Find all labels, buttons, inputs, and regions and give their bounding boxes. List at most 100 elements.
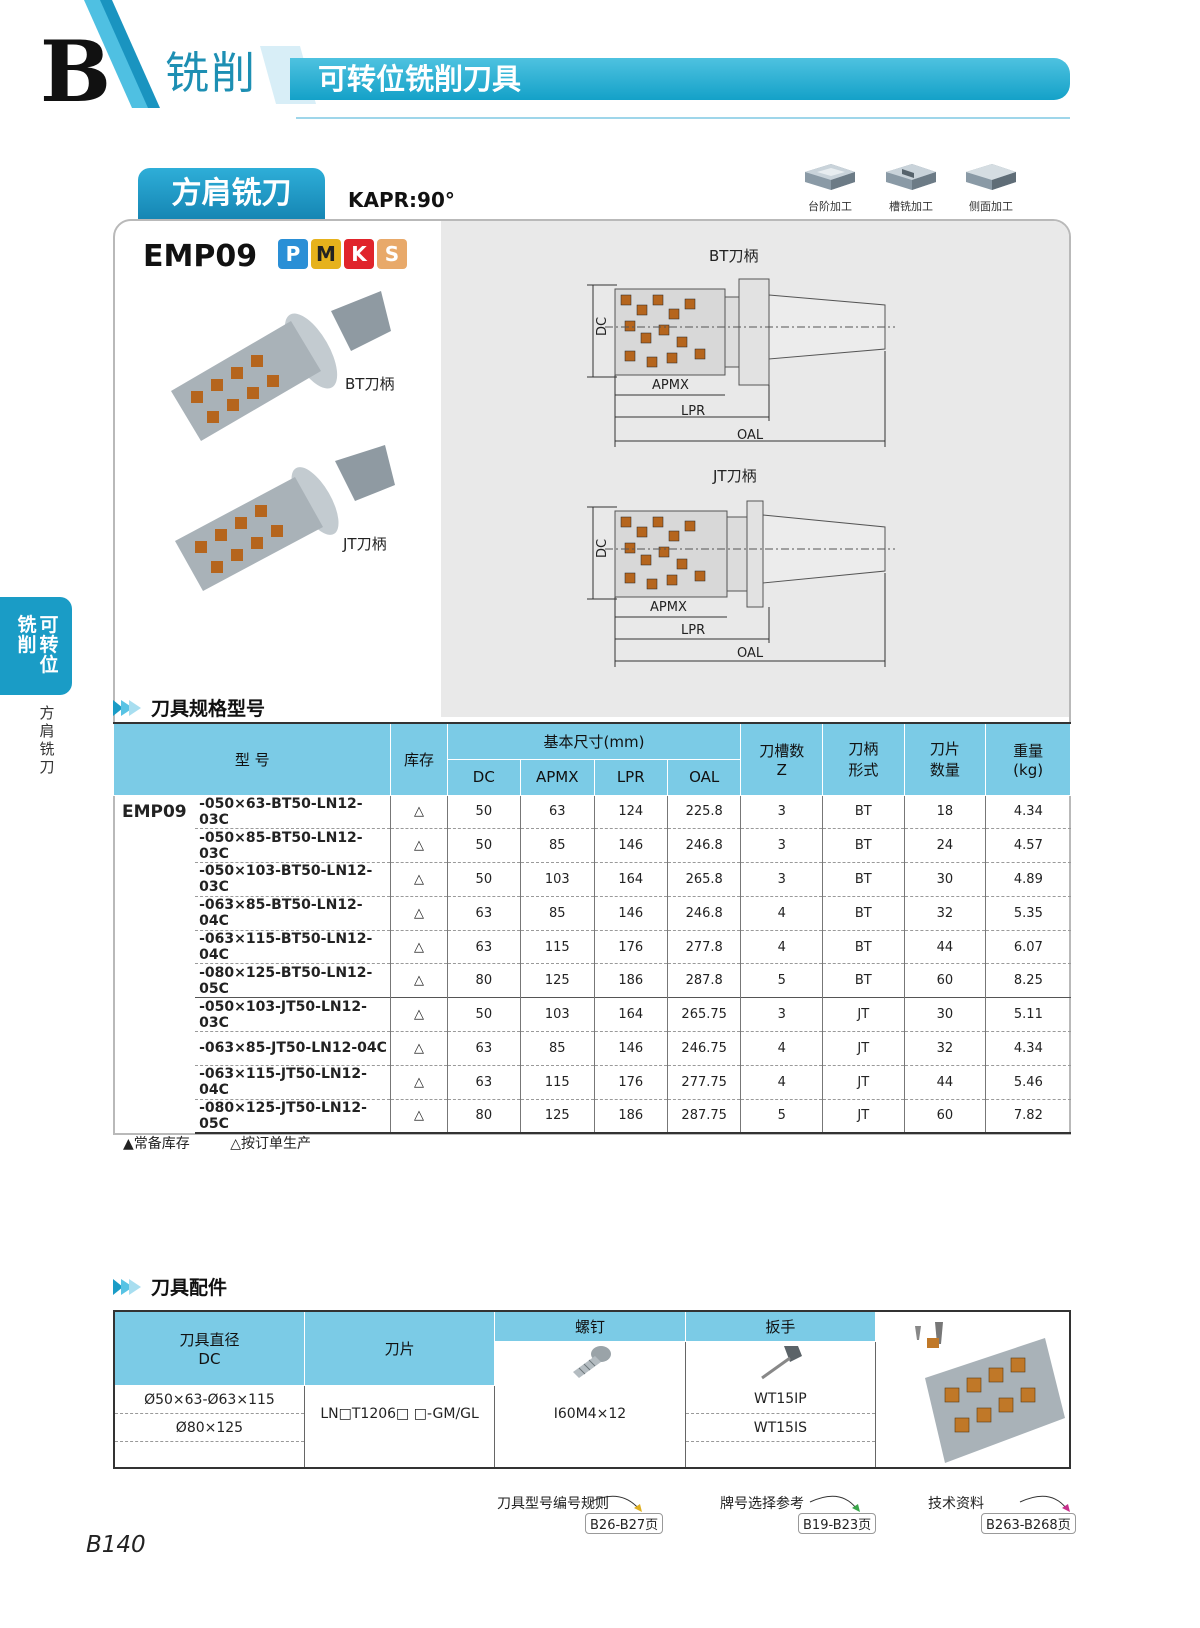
z-cell: 3 — [740, 795, 823, 830]
ref-model-rules[interactable]: 刀具型号编号规则 — [497, 1496, 609, 1512]
stock-cell: △ — [390, 997, 448, 1033]
z-cell: 4 — [740, 1031, 823, 1066]
step-milling-icon: 台阶加工 — [795, 158, 865, 214]
series-tab: 方肩铣刀 — [138, 168, 325, 220]
wrench-image-cell — [684, 1341, 876, 1386]
model-cell: -063×115-BT50-LN12-04C — [195, 930, 391, 965]
jt-dc-label: DC — [595, 538, 611, 559]
stock-cell: △ — [390, 1031, 448, 1066]
acc-empty-cell — [303, 1441, 495, 1468]
weight-cell: 5.46 — [985, 1065, 1071, 1100]
lpr-cell: 176 — [593, 930, 668, 965]
lpr-cell: 124 — [593, 795, 668, 830]
stock-cell: △ — [390, 795, 448, 830]
ref-model-rules-page[interactable]: B26-B27页 — [585, 1513, 664, 1534]
section-arrow-icon — [113, 699, 141, 716]
apmx-cell: 115 — [520, 930, 594, 965]
stock-cell: △ — [390, 963, 448, 999]
shank-cell: BT — [822, 963, 905, 999]
acc-wrench-1: WT15IP — [684, 1385, 876, 1414]
product-name: EMP09 — [143, 239, 258, 274]
ref-grade-selection-page[interactable]: B19-B23页 — [798, 1513, 877, 1534]
shank-cell: JT — [822, 997, 905, 1033]
jt-dimension-drawing — [587, 500, 895, 667]
oal-cell: 246.8 — [666, 828, 741, 864]
material-s-badge: S — [377, 239, 407, 269]
dc-cell: 63 — [446, 930, 521, 965]
oal-cell: 225.8 — [666, 795, 741, 830]
stock-cell: △ — [390, 828, 448, 864]
z-cell: 3 — [740, 828, 823, 864]
model-cell: -063×85-JT50-LN12-04C — [195, 1031, 391, 1066]
acc-col-screw: 螺钉 — [494, 1310, 686, 1342]
weight-cell: 4.89 — [985, 862, 1071, 897]
col-basic-dims: 基本尺寸(mm) — [446, 722, 742, 760]
z-cell: 3 — [740, 997, 823, 1033]
model-cell: -063×85-BT50-LN12-04C — [195, 896, 391, 931]
dc-cell: 50 — [446, 828, 521, 864]
acc-empty-cell — [114, 1442, 304, 1468]
inserts-cell: 30 — [903, 862, 986, 897]
ref-grade-selection[interactable]: 牌号选择参考 — [720, 1496, 804, 1512]
apmx-cell: 103 — [520, 862, 594, 897]
inserts-cell: 60 — [903, 963, 986, 999]
lpr-cell: 146 — [593, 1031, 668, 1066]
stock-cell: △ — [390, 1065, 448, 1100]
dc-cell: 80 — [446, 1099, 521, 1134]
slot-milling-label: 槽铣加工 — [889, 200, 933, 213]
side-category-tab[interactable]: 铣削 可转位 — [0, 597, 72, 695]
oal-cell: 265.75 — [666, 997, 741, 1033]
section-letter: B — [40, 22, 111, 121]
acc-empty-cell — [684, 1441, 876, 1468]
z-cell: 3 — [740, 862, 823, 897]
ref-tech-data[interactable]: 技术资料 — [928, 1496, 984, 1512]
shank-cell: JT — [822, 1065, 905, 1100]
apmx-cell: 125 — [520, 963, 594, 999]
weight-cell: 4.57 — [985, 828, 1071, 864]
z-cell: 5 — [740, 1099, 823, 1134]
inserts-cell: 32 — [903, 1031, 986, 1066]
oal-cell: 277.75 — [666, 1065, 741, 1100]
model-cell: -050×63-BT50-LN12-03C — [195, 795, 391, 830]
shank-cell: BT — [822, 930, 905, 965]
jt-apmx-label: APMX — [650, 600, 687, 615]
acc-insert-value: LN□T1206□ □-GM/GL — [303, 1385, 495, 1442]
ref-tech-data-page[interactable]: B263-B268页 — [981, 1513, 1076, 1534]
model-cell: -050×103-JT50-LN12-03C — [195, 997, 391, 1033]
oal-cell: 287.8 — [666, 963, 741, 999]
model-cell: -050×85-BT50-LN12-03C — [195, 828, 391, 864]
bt-dc-label: DC — [595, 316, 611, 337]
model-cell: -063×115-JT50-LN12-04C — [195, 1065, 391, 1100]
slot-milling-icon: 槽铣加工 — [876, 158, 946, 214]
side-subcategory: 方肩铣刀 — [39, 704, 55, 776]
shank-cell: BT — [822, 896, 905, 931]
oal-cell: 246.75 — [666, 1031, 741, 1066]
shank-cell: BT — [822, 795, 905, 830]
kapr-label: KAPR:90° — [348, 188, 455, 212]
col-stock: 库存 — [390, 722, 448, 796]
apmx-cell: 103 — [520, 997, 594, 1033]
lpr-cell: 164 — [593, 862, 668, 897]
dc-cell: 50 — [446, 862, 521, 897]
lpr-cell: 146 — [593, 828, 668, 864]
material-p-badge: P — [278, 239, 308, 269]
weight-cell: 4.34 — [985, 795, 1071, 830]
inserts-cell: 18 — [903, 795, 986, 830]
page-title: 可转位铣削刀具 — [318, 62, 522, 96]
col-inserts: 刀片数量 — [903, 722, 987, 796]
model-cell: -080×125-BT50-LN12-05C — [195, 963, 391, 999]
weight-cell: 7.82 — [985, 1099, 1071, 1134]
acc-col-wrench: 扳手 — [684, 1310, 877, 1342]
jt-oal-label: OAL — [737, 646, 764, 661]
bt-tool-label: BT刀柄 — [345, 375, 395, 393]
lpr-cell: 164 — [593, 997, 668, 1033]
side-milling-icon: 侧面加工 — [956, 158, 1026, 214]
acc-empty-cell — [494, 1441, 686, 1468]
